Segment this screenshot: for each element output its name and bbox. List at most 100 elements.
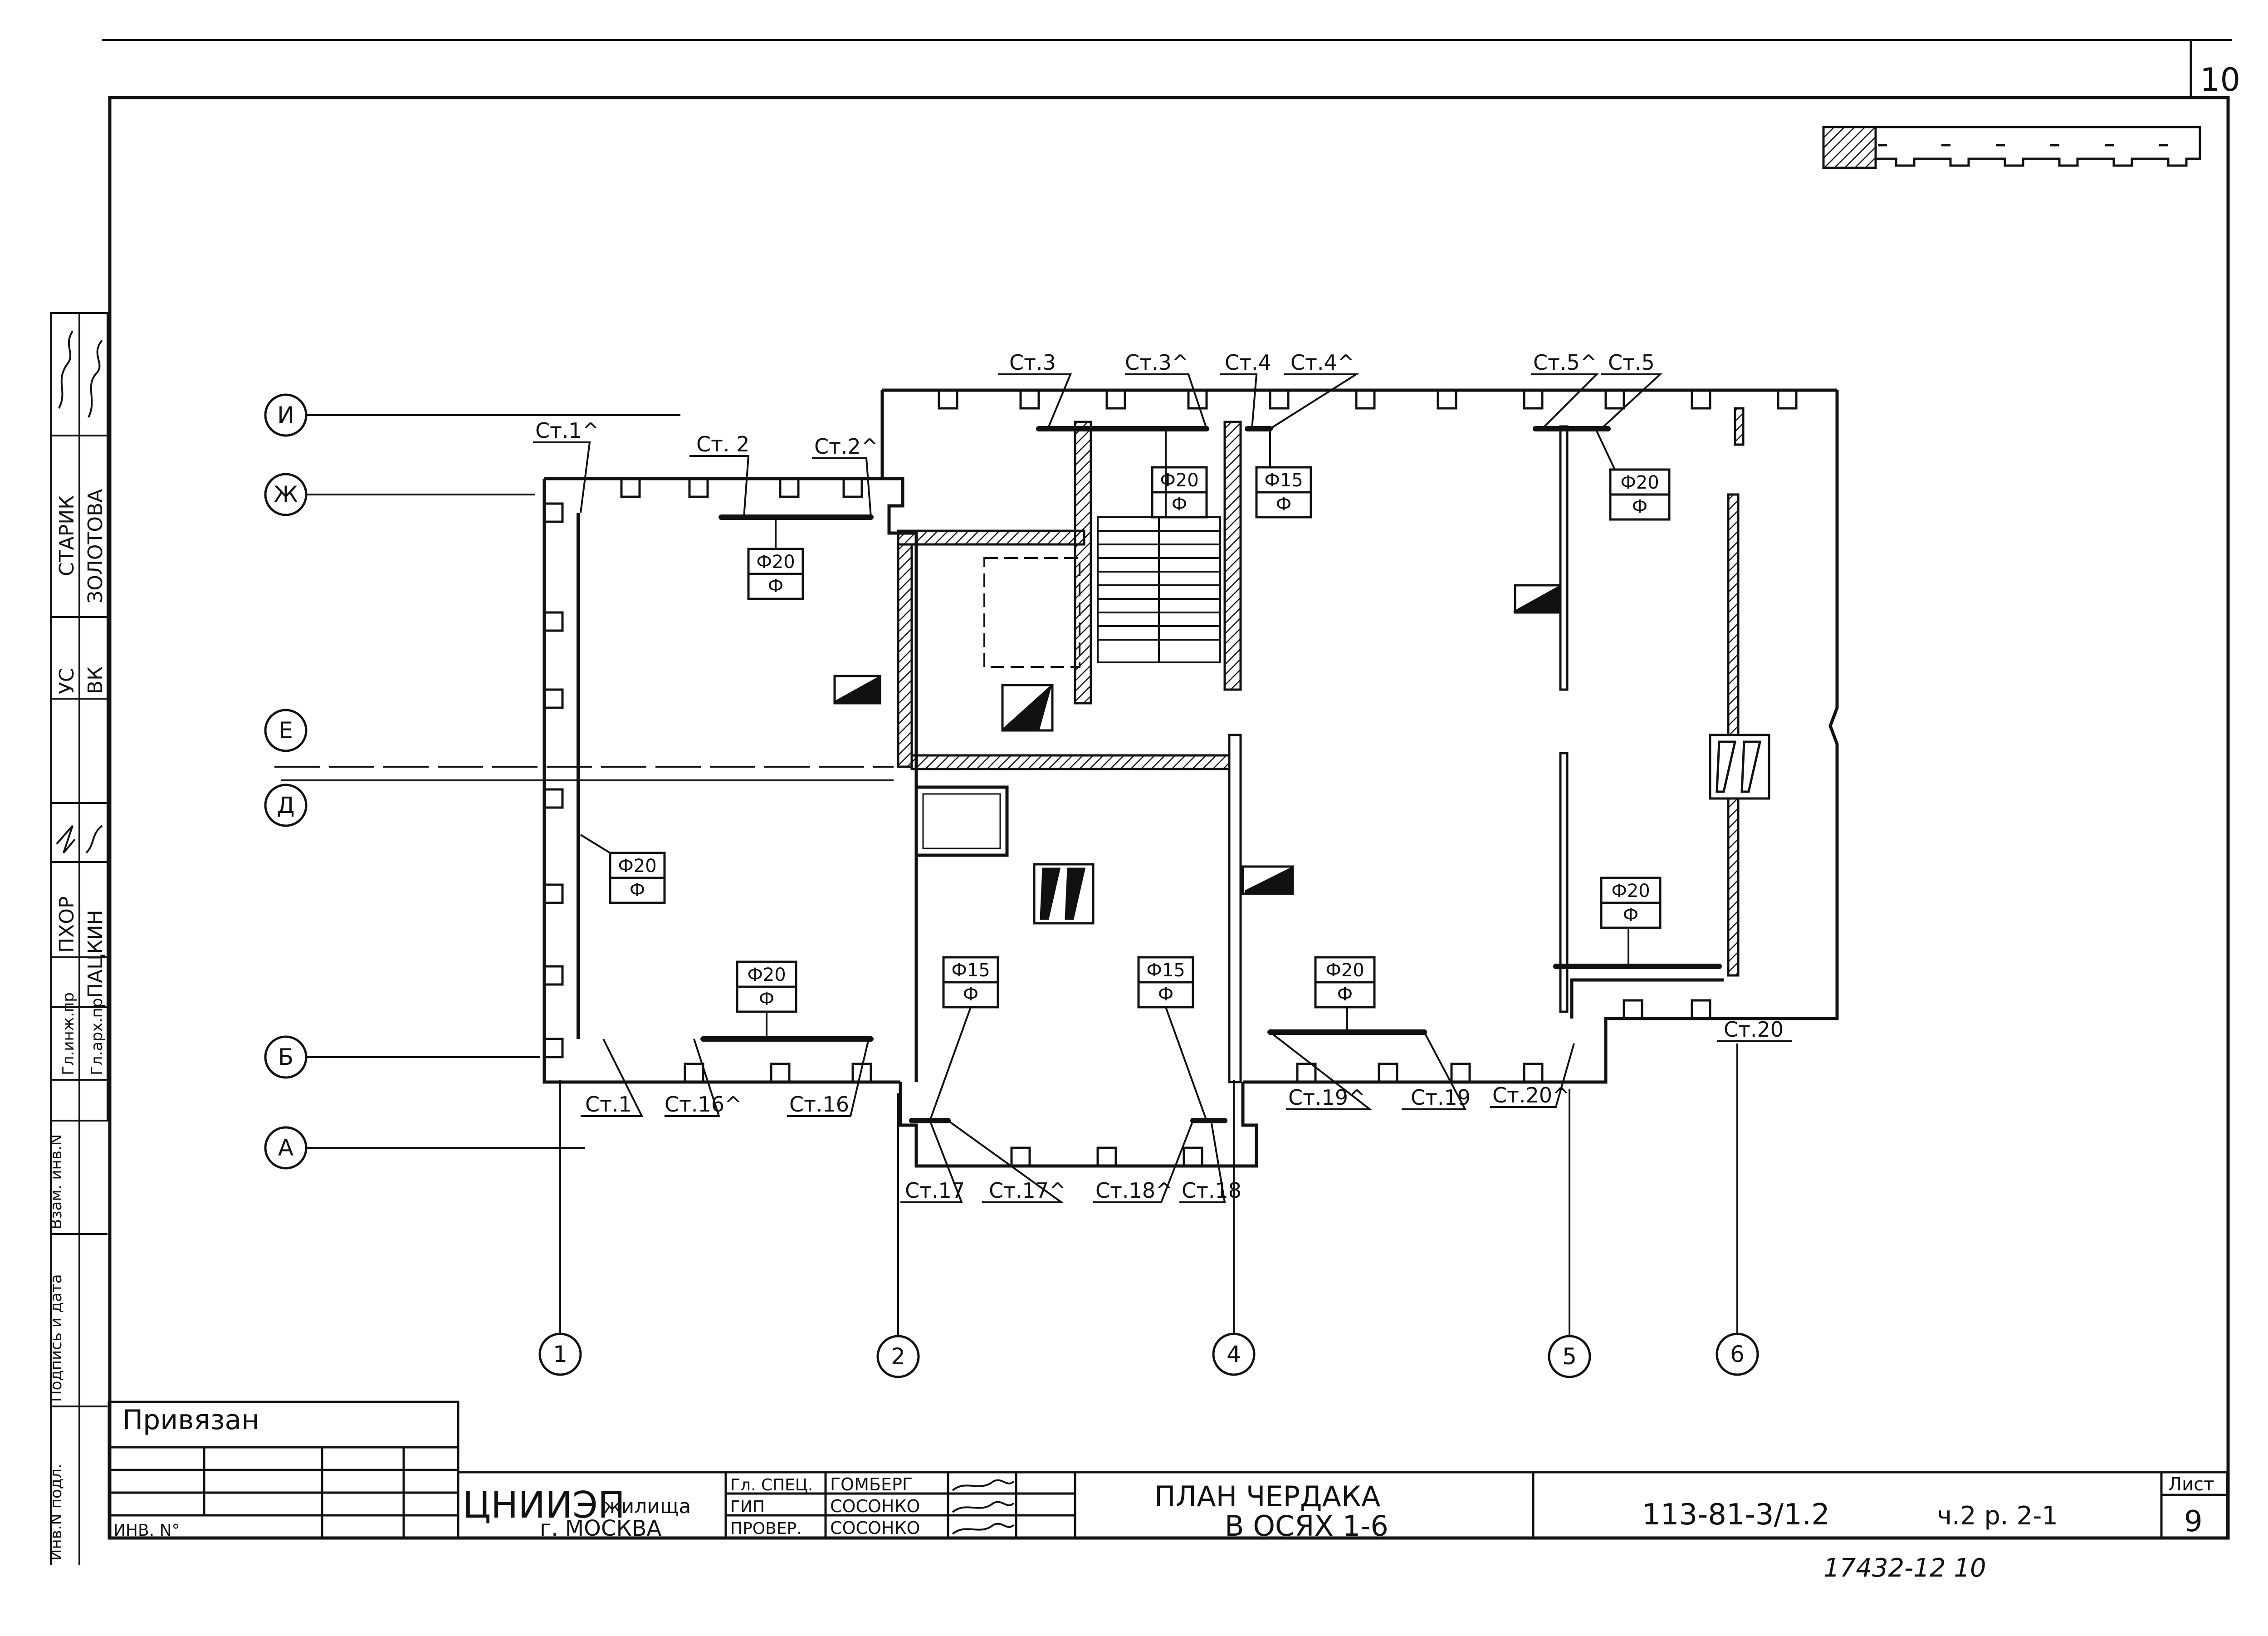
axis-letter: И: [277, 402, 294, 428]
wall-label: Ст.20: [1724, 1017, 1784, 1042]
elevator-shaft: [983, 557, 1080, 668]
left-approval-strip: [50, 312, 108, 1565]
wall-label: Ст.1: [585, 1092, 632, 1117]
stamp-role: ГИП: [730, 1498, 765, 1516]
stamp-name: СОСОНКО: [830, 1496, 920, 1516]
wall-label-leaders: [533, 373, 1792, 1203]
sheet-frame: [102, 39, 2232, 1540]
axis-letter: Ж: [274, 481, 298, 508]
tag-text: Ф: [759, 989, 774, 1009]
axis-number: 4: [1227, 1341, 1241, 1367]
tag-text: Ф20: [1325, 960, 1364, 981]
column-axis-bubbles: [538, 1332, 1759, 1378]
tag-text: Ф: [963, 984, 978, 1005]
axis-bubble-Ж: [264, 473, 308, 516]
title-block: [457, 1471, 2229, 1539]
strip-role: ВК: [84, 666, 107, 694]
axis-letter: Д: [277, 792, 294, 818]
wall-label: Ст.17: [905, 1178, 965, 1203]
wall-label: Ст.20^: [1492, 1083, 1570, 1107]
sheet-corner-number: 10: [2200, 61, 2240, 98]
vent-openings: [832, 584, 1770, 925]
tag-text: Ф20: [756, 552, 795, 573]
axis-number: 6: [1730, 1341, 1745, 1367]
pipe-tag-connectors: [580, 431, 1629, 1121]
wall-label: Ст.5: [1608, 350, 1655, 375]
tag-text: Ф15: [951, 960, 990, 981]
strip-role: Гл.арх.пр: [88, 998, 106, 1075]
strip-name: ЗОЛОТОВА: [84, 489, 107, 603]
tag-text: Ф20: [1620, 472, 1659, 493]
row-axis-bubbles: [264, 393, 308, 1170]
strip-role: Гл.инж.пр: [59, 992, 78, 1075]
axis-number: 2: [891, 1343, 905, 1370]
wall-label: Ст.16^: [665, 1092, 742, 1117]
drawing-title-line2: В ОСЯХ 1-6: [1225, 1509, 1388, 1543]
sheet-label: Лист: [2168, 1474, 2214, 1495]
strip-name: ПАЦКИН: [84, 910, 107, 998]
wall-label: Ст.16: [789, 1092, 849, 1117]
strip-role: УС: [55, 668, 78, 694]
org-subname: жилища: [603, 1495, 691, 1518]
tag-text: Ф: [1276, 494, 1291, 515]
axis-number: 5: [1562, 1343, 1577, 1370]
binding-label: Привязан: [122, 1404, 259, 1436]
staircase: [1097, 516, 1221, 663]
wall-label: Ст.18: [1182, 1178, 1242, 1203]
strip-approval: Подпись и дата: [47, 1274, 65, 1402]
wall-label: Ст.3: [1009, 350, 1056, 375]
facade-pilasters: [544, 390, 1798, 1166]
axis-bubble-И: [264, 393, 308, 437]
column-axis-numbers: 1 2 4 5 6: [553, 1341, 1745, 1370]
axis-letter: Б: [278, 1044, 293, 1070]
axis-letter: Е: [279, 717, 293, 744]
row-axis-letters: И Ж Е Д Б А: [274, 402, 298, 1161]
stamp-signatures: [952, 1479, 1015, 1535]
wall-label: Ст.4^: [1290, 350, 1354, 375]
tag-text: Ф15: [1146, 960, 1185, 981]
org-city: г. МОСКВА: [540, 1516, 661, 1541]
stamp-role: Гл. СПЕЦ.: [730, 1476, 813, 1494]
strip-name: ПХОР: [55, 896, 78, 953]
wall-label: Ст.5^: [1533, 350, 1597, 375]
axis-bubble-Б: [264, 1035, 308, 1079]
wall-label: Ст.3^: [1125, 350, 1189, 375]
stamp-role: ПРОВЕР.: [730, 1519, 802, 1538]
stamp-name: ГОМБЕРГ: [830, 1474, 913, 1494]
axis-lines: [274, 414, 1738, 1338]
axis-letter: А: [278, 1135, 293, 1161]
tag-text: Ф: [1632, 496, 1647, 517]
pipe-tag-texts: Ф20 Ф Ф20 Ф Ф15 Ф Ф20 Ф Ф20 Ф Ф20 Ф Ф15 …: [618, 470, 1659, 1009]
org-name: ЦНИИЭП: [463, 1484, 625, 1526]
tag-text: Ф: [1337, 984, 1353, 1005]
wall-label: Ст.17^: [989, 1178, 1066, 1203]
binding-table: [108, 1401, 459, 1539]
tag-text: Ф: [1158, 984, 1173, 1005]
inventory-number-label: ИНВ. N°: [113, 1521, 180, 1540]
sheet-number: 9: [2184, 1505, 2203, 1538]
tag-text: Ф15: [1264, 470, 1303, 491]
tag-text: Ф20: [747, 965, 786, 985]
wall-label: Ст.18^: [1095, 1178, 1173, 1203]
drawing-title-line1: ПЛАН ЧЕРДАКА: [1154, 1480, 1380, 1513]
wall-label: Ст.4: [1225, 350, 1271, 375]
stamp-name: СОСОНКО: [830, 1518, 920, 1538]
drawing-code: 113-81-3/1.2: [1642, 1498, 1830, 1532]
tag-text: Ф: [630, 880, 645, 901]
cornice-detail: [1822, 126, 2201, 169]
axis-bubble-Е: [264, 709, 308, 752]
tag-text: Ф20: [1611, 881, 1650, 901]
axis-bubble-А: [264, 1126, 308, 1170]
wall-label: Ст.1^: [535, 418, 599, 443]
strip-approval: Взам. инв.N: [47, 1134, 65, 1229]
drawing-part: ч.2 р. 2-1: [1937, 1501, 2058, 1531]
pipe-tag-boxes: [609, 466, 1671, 1013]
tag-text: Ф20: [1160, 470, 1198, 491]
tag-text: Ф: [1623, 905, 1638, 926]
wall-label: Ст.19^: [1288, 1085, 1366, 1110]
archive-number: 17432-12 10: [1823, 1553, 1986, 1583]
axis-bubble-Д: [264, 784, 308, 827]
left-strip-text: СТАРИК ЗОЛОТОВА ПХОР ПАЦКИН УС ВК Гл.инж…: [47, 489, 107, 1561]
